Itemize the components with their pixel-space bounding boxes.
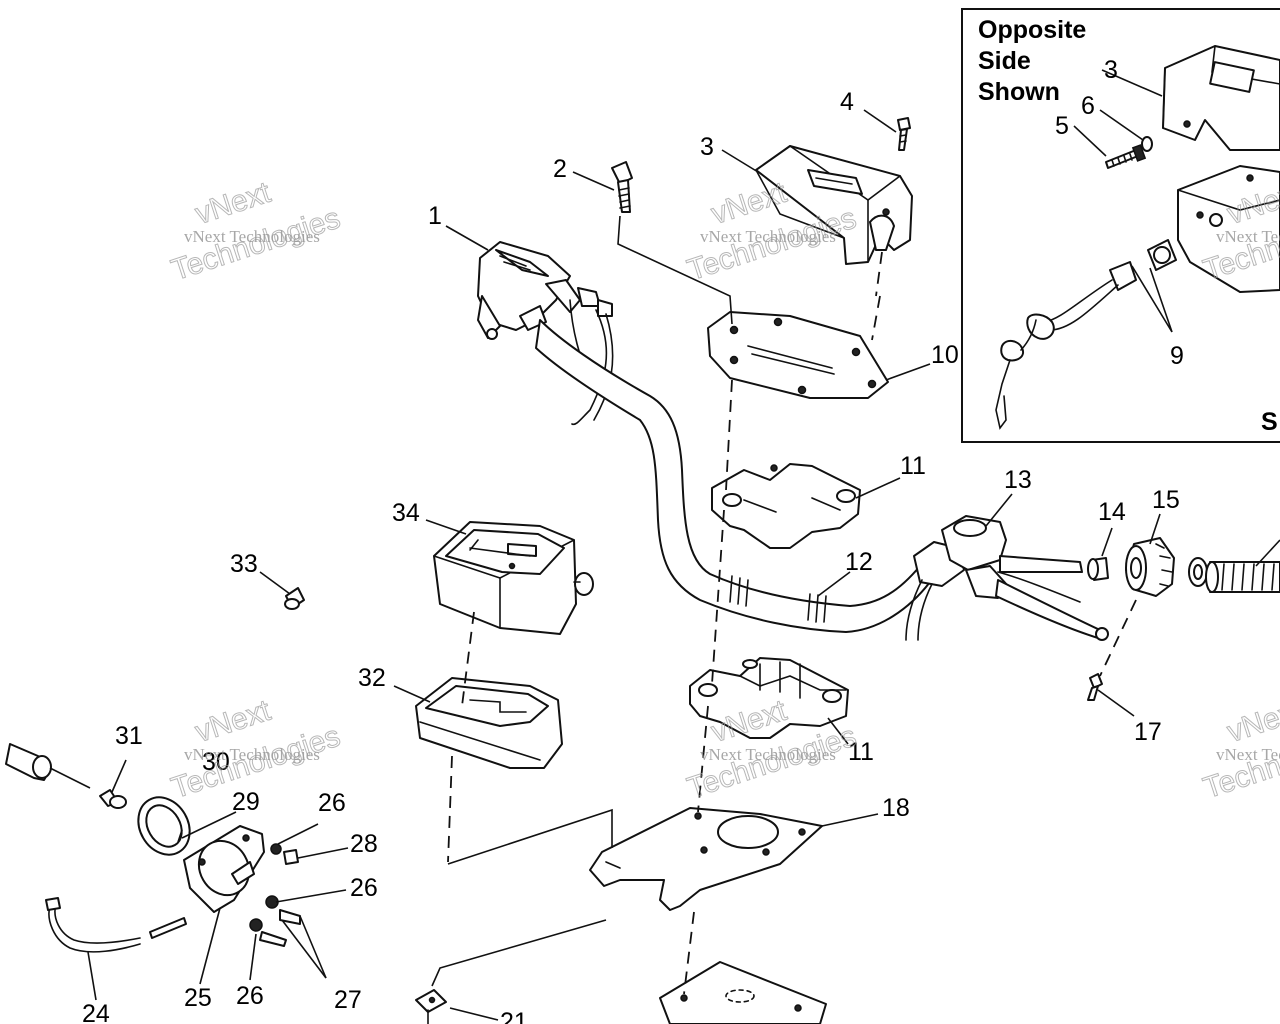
inset-callout-6: 6: [1081, 92, 1095, 120]
watermark-4: vNext Technologies vNext Technologies: [167, 693, 345, 805]
inset-partial-label: S: [1261, 408, 1278, 436]
fasteners-26-28-27: [149, 843, 301, 947]
callout-32: 32: [358, 664, 386, 692]
callout-4: 4: [840, 88, 854, 116]
callout-3: 3: [700, 133, 714, 161]
callout-30: 30: [202, 748, 230, 776]
inset-callout-3: 3: [1104, 56, 1118, 84]
callout-25: 25: [184, 984, 212, 1012]
part-10-gasket-plate: [707, 311, 889, 399]
watermark-small-text: vNext Technologies: [184, 227, 320, 246]
part-17-screw: [1087, 673, 1103, 701]
part-14-bushing: [1087, 557, 1109, 581]
part-30-ring: [137, 796, 191, 856]
inset-callout-5: 5: [1055, 112, 1069, 140]
callout-31: 31: [115, 722, 143, 750]
callout-12: 12: [845, 548, 873, 576]
part-3-switch-cover: [755, 145, 913, 265]
part-24-wire: [45, 897, 141, 953]
inset-screw: [1105, 144, 1147, 169]
watermark-small-text: vNext Technologies: [184, 745, 320, 764]
watermark-1: vNext Technologies vNext Technologies: [167, 175, 345, 287]
watermark-small-text: vNext Technologies: [700, 745, 836, 764]
watermark-small-text: vNext Technologies: [1216, 227, 1280, 246]
callout-10: 10: [931, 341, 959, 369]
callout-26-middle: 26: [350, 874, 378, 902]
callout-2: 2: [553, 155, 567, 183]
watermark-small-text: vNext Technologies: [1216, 745, 1280, 764]
callout-34: 34: [392, 499, 420, 527]
watermark-big-line1: vNext: [707, 176, 791, 231]
inset-washer: [1141, 136, 1153, 152]
inset-switch-tether: [995, 239, 1177, 430]
left-grip-end: [5, 743, 127, 809]
inset-title-line3: Shown: [978, 78, 1060, 106]
callout-27: 27: [334, 986, 362, 1014]
callout-24: 24: [82, 1000, 110, 1024]
inset-switch-cover: [1162, 45, 1280, 151]
callout-15: 15: [1152, 486, 1180, 514]
part-18-mounting-plate: [589, 807, 823, 911]
callout-13: 13: [1004, 466, 1032, 494]
inset-switch-housing: [1177, 165, 1280, 293]
callout-leaders: [87, 109, 1280, 1021]
callout-29: 29: [232, 788, 260, 816]
callout-26-bottom: 26: [236, 982, 264, 1010]
part-15-switch-housing: [1125, 537, 1175, 597]
part-13-brake-lever: [905, 515, 1109, 641]
part-25-indicator-housing: [183, 825, 265, 913]
callout-14: 14: [1098, 498, 1126, 526]
callout-21: 21: [500, 1008, 528, 1024]
part-21-clip: [415, 989, 447, 1024]
inset-callout-9: 9: [1170, 342, 1184, 370]
part-33-bulb: [284, 587, 305, 610]
callout-17: 17: [1134, 718, 1162, 746]
callout-33: 33: [230, 550, 258, 578]
watermark-big-line1: vNext: [191, 694, 275, 749]
part-1-throttle-control: [477, 241, 614, 426]
callout-11-upper: 11: [900, 452, 926, 480]
callout-numbers: 1 2 3 4 10 11 11 12 13 14 15 17 18 21 24…: [82, 88, 1180, 1024]
callout-18: 18: [882, 794, 910, 822]
part-4-screw: [897, 117, 911, 151]
watermark-6: vNext Technologies vNext Technologies: [1199, 693, 1280, 805]
callout-28: 28: [350, 830, 378, 858]
inset-title-line1: Opposite: [978, 16, 1086, 44]
watermark-small-text: vNext Technologies: [700, 227, 836, 246]
bottom-plate: [659, 961, 827, 1024]
inset-title-line2: Side: [978, 47, 1031, 75]
part-34-speedometer: [433, 521, 594, 635]
part-11-lower-clamp: [689, 657, 849, 739]
callout-26-top: 26: [318, 789, 346, 817]
inset-opposite-side: Opposite Side Shown S: [961, 8, 1280, 443]
assembly-lines: [49, 215, 1137, 995]
part-2-bolt: [611, 161, 633, 213]
part-32-speedo-base: [415, 677, 563, 769]
callout-1: 1: [428, 202, 442, 230]
watermark-big-line1: vNext: [191, 176, 275, 231]
right-grip: [1188, 557, 1280, 593]
part-11-upper-clamp: [711, 463, 861, 549]
callout-11-lower: 11: [848, 738, 874, 766]
watermark-big-line1: vNext: [1223, 694, 1280, 749]
